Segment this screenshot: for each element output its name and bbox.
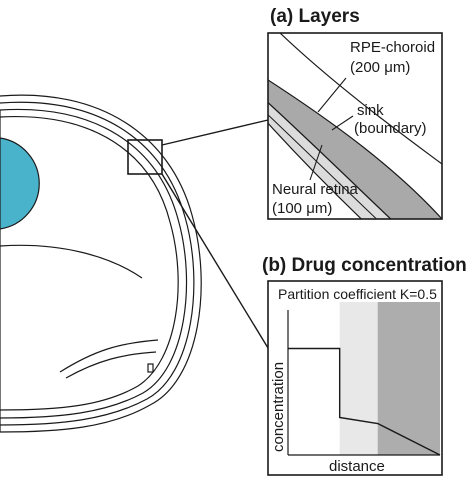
zone-neural-retina [339, 302, 378, 455]
label-neural-retina: Neural retina [272, 181, 359, 198]
panel-b-title: (b) Drug concentration [262, 255, 467, 276]
panel-a-frame [267, 32, 443, 220]
eye-wall-layer-2 [0, 101, 195, 426]
sclera-line [279, 33, 442, 165]
zoom-box [127, 139, 163, 175]
ciliary-marker [147, 363, 154, 373]
label-retina-thickness: (100 μm) [272, 200, 332, 217]
pointer-sink [331, 115, 354, 131]
eye-diagram [0, 94, 202, 433]
concentration-line [288, 347, 441, 456]
pointer-rpe [317, 77, 347, 113]
panel-a-title: (a) Layers [270, 6, 360, 27]
pointer-retina [309, 144, 323, 181]
chart-subtitle: Partition coefficient K=0.5 [278, 286, 437, 302]
eye-outer-wall [0, 94, 202, 433]
label-rpe-choroid: RPE-choroid [350, 39, 435, 56]
cavity-arc [0, 244, 143, 279]
eye-wall-layer-3 [0, 108, 188, 419]
lens [0, 137, 40, 230]
zone-rpe-choroid [377, 302, 440, 455]
zoom-line-a [161, 119, 269, 146]
x-axis-label: distance [329, 458, 385, 475]
label-sink: sink [357, 102, 384, 119]
zoom-line-b [161, 173, 269, 349]
retina-band [268, 101, 392, 219]
label-rpe-thickness: (200 μm) [350, 59, 410, 76]
eye-inner-retina [0, 115, 179, 411]
ciliary-line-upper [59, 339, 159, 373]
label-sink-note: (boundary) [354, 120, 427, 137]
layers-inset [268, 33, 442, 219]
ciliary-line-lower [65, 351, 157, 379]
concentration-chart: Partition coefficient K=0.5 distance con… [267, 280, 443, 476]
sink-line [268, 114, 378, 219]
y-axis-label: concentration [270, 362, 287, 452]
